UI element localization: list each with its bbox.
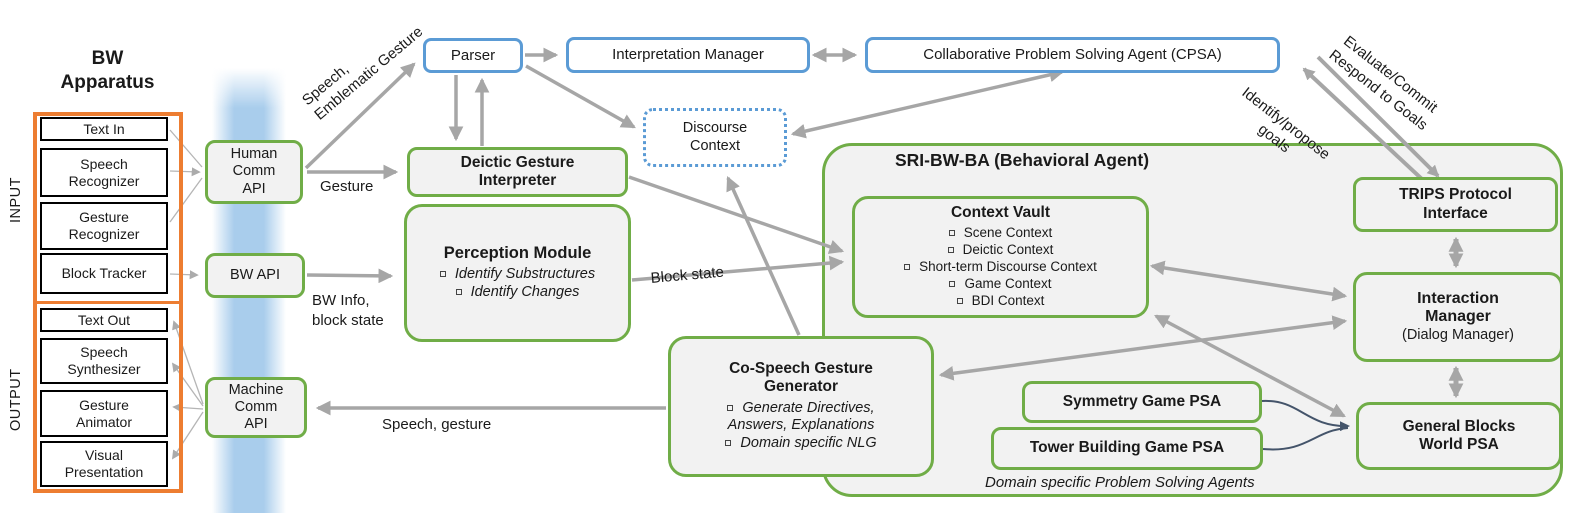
- tower-building-game-psa-box: Tower Building Game PSA: [991, 427, 1263, 470]
- list-item: Generate Directives, Answers, Explanatio…: [725, 400, 876, 434]
- deictic-gesture-interpreter-box: Deictic Gesture Interpreter: [407, 147, 628, 197]
- context-vault-title: Context Vault: [950, 204, 1051, 222]
- list-item: Identify Changes: [440, 284, 595, 301]
- input-label: INPUT: [8, 177, 24, 223]
- bw-apparatus-title: BW Apparatus: [60, 48, 155, 93]
- dialog-manager-subtitle: (Dialog Manager): [1401, 327, 1515, 344]
- apparatus-frame: [33, 112, 183, 493]
- list-item: Short-term Discourse Context: [904, 259, 1097, 275]
- context-vault-box: Context Vault Scene Context Deictic Cont…: [852, 196, 1149, 318]
- list-item: BDI Context: [904, 293, 1097, 309]
- interpretation-manager-box: Interpretation Manager: [566, 37, 810, 73]
- cospeech-title: Co-Speech Gesture Generator: [729, 360, 873, 396]
- context-vault-list: Scene Context Deictic Context Short-term…: [904, 224, 1097, 310]
- cospeech-list: Generate Directives, Answers, Explanatio…: [725, 399, 877, 453]
- symmetry-game-psa-box: Symmetry Game PSA: [1022, 381, 1262, 423]
- list-item: Domain specific NLG: [725, 435, 876, 452]
- input-box-gesture-recognizer: Gesture Recognizer: [40, 202, 168, 250]
- sri-bw-ba-title: SRI-BW-BA (Behavioral Agent): [894, 150, 1150, 170]
- general-blocks-world-psa-box: General Blocks World PSA: [1356, 402, 1562, 470]
- interaction-manager-title: Interaction Manager: [1417, 289, 1499, 326]
- edge-label-speech-gesture: Speech, gesture: [382, 416, 492, 433]
- output-box-text-out: Text Out: [40, 308, 168, 332]
- discourse-context-box: Discourse Context: [643, 108, 787, 167]
- output-box-visual-presentation: Visual Presentation: [40, 441, 168, 487]
- output-label: OUTPUT: [8, 368, 24, 432]
- perception-module-list: Identify Substructures Identify Changes: [440, 265, 595, 302]
- input-box-speech-recognizer: Speech Recognizer: [40, 148, 168, 197]
- trips-protocol-interface-box: TRIPS Protocol Interface: [1353, 177, 1558, 232]
- interaction-manager-box: Interaction Manager (Dialog Manager): [1353, 272, 1563, 362]
- input-box-text-in: Text In: [40, 117, 168, 141]
- machine-comm-api-box: Machine Comm API: [205, 377, 307, 438]
- domain-specific-psa-note: Domain specific Problem Solving Agents: [985, 474, 1255, 491]
- list-item: Game Context: [904, 276, 1097, 292]
- parser-box: Parser: [423, 38, 523, 73]
- perception-module-box: Perception Module Identify Substructures…: [404, 204, 631, 342]
- cospeech-gesture-generator-box: Co-Speech Gesture Generator Generate Dir…: [668, 336, 934, 477]
- apparatus-io-divider: [36, 301, 180, 304]
- list-item: Scene Context: [904, 225, 1097, 241]
- edge-label-bw-info: BW Info, block state: [312, 292, 384, 329]
- output-box-speech-synthesizer: Speech Synthesizer: [40, 338, 168, 384]
- cpsa-box: Collaborative Problem Solving Agent (CPS…: [865, 37, 1280, 73]
- perception-module-title: Perception Module: [443, 243, 592, 262]
- input-box-block-tracker: Block Tracker: [40, 253, 168, 294]
- list-item: Deictic Context: [904, 242, 1097, 258]
- human-comm-api-box: Human Comm API: [205, 140, 303, 204]
- bw-api-box: BW API: [205, 253, 305, 298]
- list-item: Identify Substructures: [440, 266, 595, 283]
- output-box-gesture-animator: Gesture Animator: [40, 390, 168, 437]
- edge-label-gesture: Gesture: [320, 178, 374, 195]
